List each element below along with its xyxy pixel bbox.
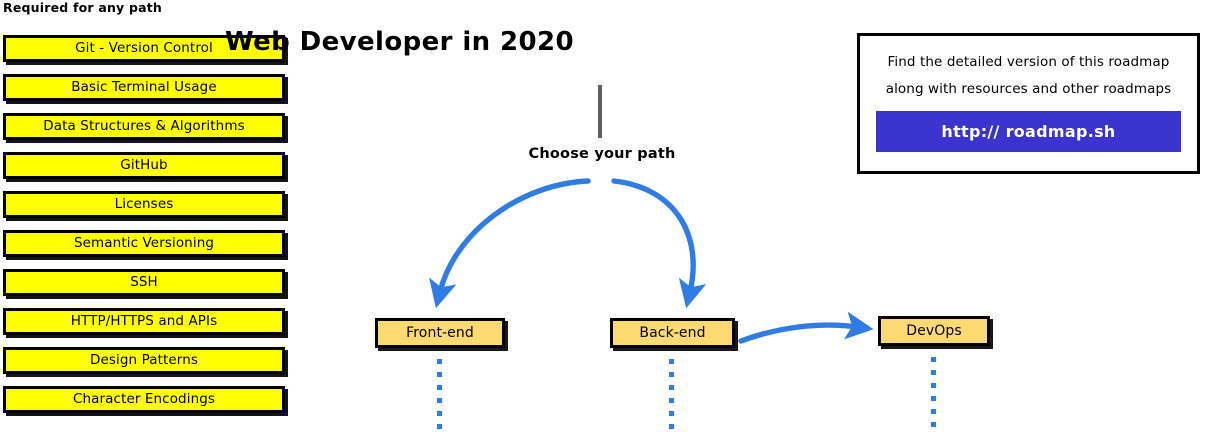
arrow-to-backend <box>611 178 707 309</box>
info-card: Find the detailed version of this roadma… <box>857 33 1200 174</box>
required-topic-label: Design Patterns <box>89 351 198 368</box>
arrow-to-frontend <box>429 178 591 309</box>
required-topic-item[interactable]: SSH <box>3 269 285 296</box>
path-node-frontend[interactable]: Front-end <box>375 318 505 348</box>
path-node-label: Back-end <box>639 325 706 341</box>
required-topic-item[interactable]: GitHub <box>3 152 285 179</box>
required-topic-label: SSH <box>130 273 158 290</box>
required-topic-item[interactable]: Semantic Versioning <box>3 230 285 257</box>
roadmap-url-button[interactable]: http:// roadmap.sh <box>876 111 1181 152</box>
roadmap-url-label: http:// roadmap.sh <box>941 122 1116 141</box>
required-topic-label: Data Structures & Algorithms <box>43 117 245 134</box>
dotted-connector-frontend <box>437 359 442 436</box>
choose-path-label: Choose your path <box>528 146 676 162</box>
required-topic-label: Semantic Versioning <box>73 234 215 251</box>
required-topic-label: Licenses <box>114 195 174 212</box>
path-node-devops[interactable]: DevOps <box>878 316 990 346</box>
required-topic-item[interactable]: Licenses <box>3 191 285 218</box>
info-card-line-2: along with resources and other roadmaps <box>885 81 1172 97</box>
required-topic-item[interactable]: Design Patterns <box>3 347 285 374</box>
required-topic-item[interactable]: HTTP/HTTPS and APIs <box>3 308 285 335</box>
required-topic-item[interactable]: Basic Terminal Usage <box>3 74 285 101</box>
path-node-backend[interactable]: Back-end <box>610 318 735 348</box>
required-topic-label: HTTP/HTTPS and APIs <box>70 312 218 329</box>
path-node-label: Front-end <box>406 325 474 341</box>
dotted-connector-devops <box>931 357 936 435</box>
dotted-connector-backend <box>669 359 674 436</box>
title-stem-line <box>598 85 602 138</box>
required-topic-item[interactable]: Character Encodings <box>3 386 285 413</box>
required-topic-item[interactable]: Data Structures & Algorithms <box>3 113 285 140</box>
path-node-label: DevOps <box>906 323 962 339</box>
info-card-line-1: Find the detailed version of this roadma… <box>887 54 1170 70</box>
sidebar-heading: Required for any path <box>3 0 163 15</box>
required-topic-item[interactable]: Git - Version Control <box>3 35 285 62</box>
arrow-backend-to-devops <box>738 311 874 344</box>
required-topic-label: GitHub <box>120 156 168 173</box>
required-topic-label: Character Encodings <box>72 390 216 407</box>
required-topics-list: Git - Version Control Basic Terminal Usa… <box>3 35 295 425</box>
required-topic-label: Basic Terminal Usage <box>71 78 217 95</box>
required-topic-label: Git - Version Control <box>75 39 213 56</box>
